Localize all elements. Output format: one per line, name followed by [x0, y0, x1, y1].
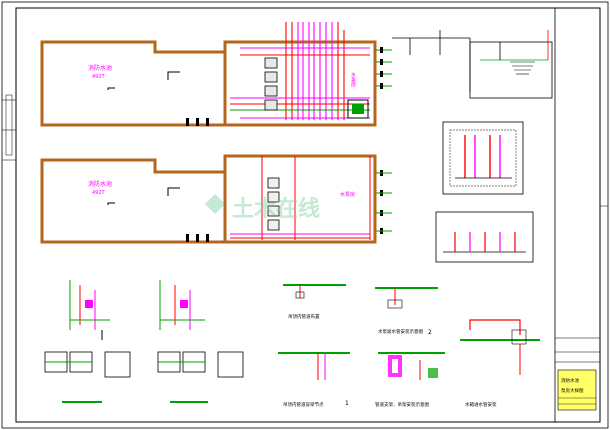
title-highlight [557, 369, 597, 411]
section-detail-lower [435, 211, 534, 263]
section-detail-upper [442, 121, 524, 195]
left-margin-ticks [2, 94, 16, 161]
pump-icon [267, 219, 280, 231]
callout-1: 1 [345, 400, 349, 407]
upper-valve-symbols [186, 47, 383, 126]
detail-tank-inlet: 水箱进水管安装 [460, 319, 540, 408]
watermark-text: 土木在线 [232, 196, 320, 222]
upper-hatch-stair [510, 61, 535, 75]
pump-icon [267, 205, 280, 217]
detail-sprinkler-right [157, 280, 244, 403]
lower-pump-room-label: 水泵房 [340, 191, 355, 198]
upper-vertical-pipes [285, 22, 345, 120]
upper-tank-volume: 492T [92, 74, 106, 80]
pump-icon [264, 71, 278, 83]
detail-beam-crossing: 吊顶内管道穿梁节点 1 [278, 352, 350, 408]
pump-icon [264, 85, 278, 97]
lower-pumps [267, 177, 280, 231]
upper-right-detail [392, 30, 553, 99]
detail-pump-suction: 水泵吸水管安装示意图 2 [375, 287, 438, 336]
title-label-1: 消防水池 [561, 377, 579, 384]
lower-room-pipes [230, 156, 371, 240]
detail-title-3: 吊顶内管道穿梁节点 [283, 401, 324, 408]
upper-pump-room-label: 水泵房 [350, 71, 356, 88]
upper-control-box [347, 99, 369, 119]
detail-title-5: 水箱进水管安装 [465, 401, 497, 408]
detail-sprinkler-left [44, 280, 131, 403]
pump-icon [267, 191, 280, 203]
inner-border [15, 7, 601, 423]
lower-plan: 消防水池 492T 水泵房 [40, 154, 392, 244]
detail-title-2: 水泵吸水管安装示意图 [378, 328, 423, 335]
watermark: 土木在线 [205, 194, 320, 222]
detail-ceiling-pipe: 吊顶内管道布置 [283, 284, 346, 320]
watermark-logo-icon [205, 194, 225, 214]
upper-exit-pipes [375, 49, 392, 87]
lower-tank-name: 消防水池 [88, 180, 112, 188]
upper-pumps [264, 57, 278, 111]
callout-2: 2 [428, 329, 432, 336]
title-label-2: 泵房大样图 [561, 387, 584, 394]
lower-tank-volume: 492T [92, 190, 106, 196]
upper-horizontal-pipes [230, 47, 370, 119]
detail-title-4: 管道支架、吊架安装示意图 [375, 401, 429, 408]
pump-icon [264, 99, 278, 111]
pump-icon [267, 177, 280, 189]
title-block: 消防水池 泵房大样图 [555, 337, 600, 411]
lower-tank-wall [40, 158, 227, 244]
detail-support-hanger: 管道支架、吊架安装示意图 [375, 352, 445, 408]
upper-tank-name: 消防水池 [88, 64, 112, 72]
detail-title-1: 吊顶内管道布置 [288, 313, 320, 320]
upper-plan: 消防水池 492T [40, 22, 553, 127]
lower-exit-pipes [375, 172, 392, 232]
upper-tank-wall [40, 40, 227, 127]
lower-pump-room [223, 154, 377, 244]
pump-icon [264, 57, 278, 69]
upper-pump-room [223, 40, 377, 127]
